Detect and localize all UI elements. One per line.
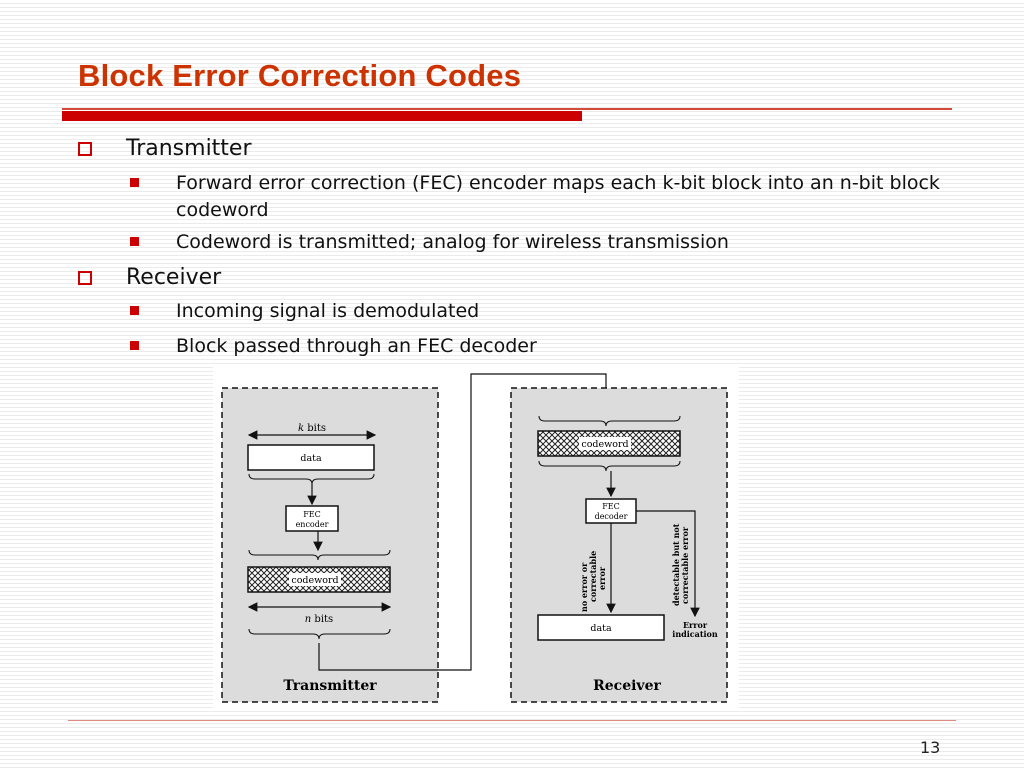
no-error-label: no error or correctable error xyxy=(579,548,607,612)
transmitter-output-brace xyxy=(248,628,391,640)
sub-bullet-text: Codeword is transmitted; analog for wire… xyxy=(176,231,729,253)
title-underline-thin xyxy=(62,108,952,110)
receiver-panel: codeword FEC decoder no error or correct… xyxy=(510,387,728,703)
footer-rule xyxy=(68,720,956,721)
detectable-error-label: detectable but not correctable error xyxy=(671,521,690,606)
page-number: 13 xyxy=(920,738,941,757)
slide-title: Block Error Correction Codes xyxy=(78,58,522,93)
transmitter-codeword-label-bg xyxy=(289,573,341,586)
title-underline-bar xyxy=(62,111,582,121)
channel-connection-arrow xyxy=(318,373,611,671)
transmitter-panel-label: Transmitter xyxy=(283,678,377,694)
arrow-to-error-indication xyxy=(636,510,700,618)
receiver-panel-label: Receiver xyxy=(593,678,661,694)
receiver-data-block xyxy=(537,614,665,641)
fec-encoder-label-line2: encoder xyxy=(296,520,329,529)
transmitter-data-label: data xyxy=(300,453,322,464)
transmitter-panel: k bits data FEC encoder codeword n bits … xyxy=(221,387,439,703)
receiver-codeword-brace xyxy=(538,460,681,472)
fec-encoder-box xyxy=(285,505,339,532)
transmitter-data-block xyxy=(247,444,375,471)
hollow-square-bullet-icon xyxy=(78,271,92,285)
receiver-data-label: data xyxy=(590,623,612,634)
transmitter-panel-frame xyxy=(221,387,439,703)
receiver-codeword-label-bg xyxy=(579,437,631,450)
filled-square-bullet-icon xyxy=(130,306,139,315)
filled-square-bullet-icon xyxy=(130,341,139,350)
receiver-codeword-label: codeword xyxy=(581,439,628,450)
n-bits-label: n bits xyxy=(305,614,333,625)
fec-encoder-label-line1: FEC xyxy=(303,510,321,519)
transmitter-codeword-label: codeword xyxy=(291,575,338,586)
bullet-text: Transmitter xyxy=(126,136,252,161)
sub-bullet-text: Forward error correction (FEC) encoder m… xyxy=(176,172,940,221)
hollow-square-bullet-icon xyxy=(78,142,92,156)
sub-bullet-text: Incoming signal is demodulated xyxy=(176,300,480,322)
encoder-output-brace xyxy=(248,549,391,561)
bullet-text: Receiver xyxy=(126,265,222,290)
sub-bullet-text: Block passed through an FEC decoder xyxy=(176,335,537,357)
receiver-input-brace xyxy=(538,415,681,427)
filled-square-bullet-icon xyxy=(130,237,139,246)
error-indication-line2: indication xyxy=(672,629,718,639)
fec-block-diagram: k bits data FEC encoder codeword n bits … xyxy=(213,366,739,710)
fec-decoder-label-line2: decoder xyxy=(595,512,628,521)
error-indication-line1: Error xyxy=(683,620,708,630)
filled-square-bullet-icon xyxy=(130,178,139,187)
k-bits-label: k bits xyxy=(298,423,326,434)
fec-decoder-label-line1: FEC xyxy=(602,502,620,511)
